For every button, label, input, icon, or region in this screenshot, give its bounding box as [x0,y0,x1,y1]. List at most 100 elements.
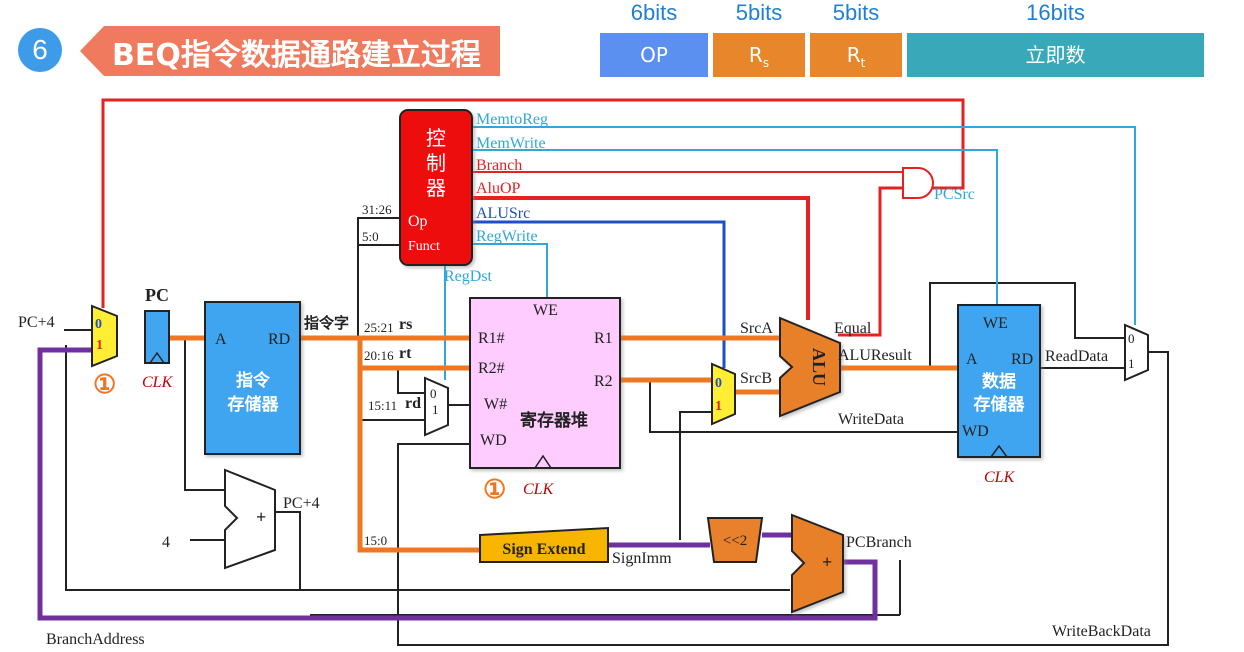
step-badge: 6 [18,28,62,72]
alu [779,316,841,418]
dmem-port-a: A [966,351,978,368]
control-funct-label: Funct [408,239,440,254]
field-rt: Rt [810,33,902,77]
field-15-11-label: 15:11 [368,398,397,413]
aluop-label: AluOP [476,180,521,197]
field-5-0-label: 5:0 [362,229,379,244]
pc-plus4-input-label: PC+4 [18,314,55,331]
step-marker-regfile: ① [483,475,506,504]
data-memory [957,304,1041,458]
pc-label: PC [145,285,169,305]
pc-mux-in1: 1 [96,338,103,353]
rd-label: rd [405,395,421,412]
field-rs: Rs [713,33,805,77]
control-op-label: Op [408,213,428,230]
field-op-bits: 6bits [630,0,678,25]
alu-result-label: ALUResult [838,347,912,364]
alusrc-label: ALUSrc [476,205,530,222]
dmem-clk-triangle [990,444,1008,458]
regdst-mux-in0: 0 [430,386,437,401]
alu-srcb-label: SrcB [740,370,772,387]
control-title-2: 制 [426,152,446,175]
control-title-3: 器 [426,178,446,200]
branch-adder-sign: + [822,552,832,572]
step-marker-pc: ① [93,370,116,399]
imem-title-2: 存储器 [228,394,280,414]
cyan-wires [444,126,1136,380]
pc-clk-triangle [149,351,165,364]
regfile-clk-label: CLK [523,481,555,498]
pc-register [144,310,170,364]
control-unit [399,109,473,266]
shift-left-2 [706,517,764,563]
regwrite-label: RegWrite [476,228,538,245]
dmem-title-1: 数据 [982,371,1016,391]
field-15-0-label: 15:0 [364,533,387,548]
dmem-port-rd: RD [1011,351,1033,368]
imem-port-rd: RD [268,331,290,348]
imem-title-1: 指令 [236,370,271,390]
regfile-w-in: W# [484,396,507,413]
pc-plus4-adder [224,468,276,570]
alusrc-mux [711,362,736,426]
branch-address-label: BranchAddress [46,631,145,648]
regfile-r2-out: R2 [594,373,613,390]
alu-label: ALU [809,348,829,386]
regdst-mux-in1: 1 [432,402,439,417]
regfile-title: 寄存器堆 [520,410,588,430]
register-file [469,297,621,469]
branch-adder [791,513,844,614]
field-op: OP [600,33,708,77]
dmem-title-2: 存储器 [974,394,1026,414]
red-wires [101,98,965,337]
page-title: BEQ指令数据通路建立过程 [112,38,481,73]
field-31-26-label: 31:26 [362,202,392,217]
memtoreg-mux-in1: 1 [1128,356,1135,371]
const-4-label: 4 [162,534,170,551]
pc-mux-in0: 0 [95,317,102,332]
field-20-16-label: 20:16 [364,348,394,363]
memtoreg-mux [1124,323,1149,382]
rs-label: rs [399,316,412,333]
branch-and-gate [902,167,934,199]
pc-clk-label: CLK [142,374,174,391]
memtoreg-label: MemtoReg [476,111,548,128]
regdst-mux [424,376,449,437]
writedata-label: WriteData [838,411,904,428]
pcsrc-label: PCSrc [934,186,975,203]
writeback-label: WriteBackData [1052,623,1151,640]
alusrc-mux-in1: 1 [715,399,722,414]
regdst-label: RegDst [444,268,493,285]
field-imm-bits: 16bits [1026,0,1085,25]
black-wires [64,217,1169,646]
field-rt-bits: 5bits [832,0,880,25]
regfile-r2-in: R2# [478,360,505,377]
purple-buses [37,347,878,621]
pcbranch-label: PCBranch [846,534,912,551]
alu-srca-label: SrcA [740,320,773,337]
branch-label: Branch [476,157,522,174]
instruction-word-label: 指令字 [304,314,349,332]
control-title-1: 控 [426,127,446,150]
sign-extend [479,526,609,563]
instruction-memory [204,301,301,455]
regfile-r1-out: R1 [594,330,613,347]
rt-label: rt [399,345,412,362]
memtoreg-mux-in0: 0 [1128,331,1135,346]
title-banner [80,26,500,76]
imem-port-a: A [215,331,227,348]
pc-mux [91,304,118,368]
field-immediate: 立即数 [907,33,1204,77]
sign-extend-label: Sign Extend [502,541,585,558]
readdata-label: ReadData [1045,348,1108,365]
shift-label: <<2 [723,533,747,549]
memwrite-label: MemWrite [476,135,546,152]
regfile-wd: WD [480,432,507,449]
regfile-we: WE [533,302,558,319]
dmem-clk-label: CLK [984,469,1016,486]
field-rs-bits: 5bits [735,0,783,25]
dmem-port-wd: WD [962,423,989,440]
field-25-21-label: 25:21 [364,320,394,335]
regfile-clk-triangle [534,454,552,469]
